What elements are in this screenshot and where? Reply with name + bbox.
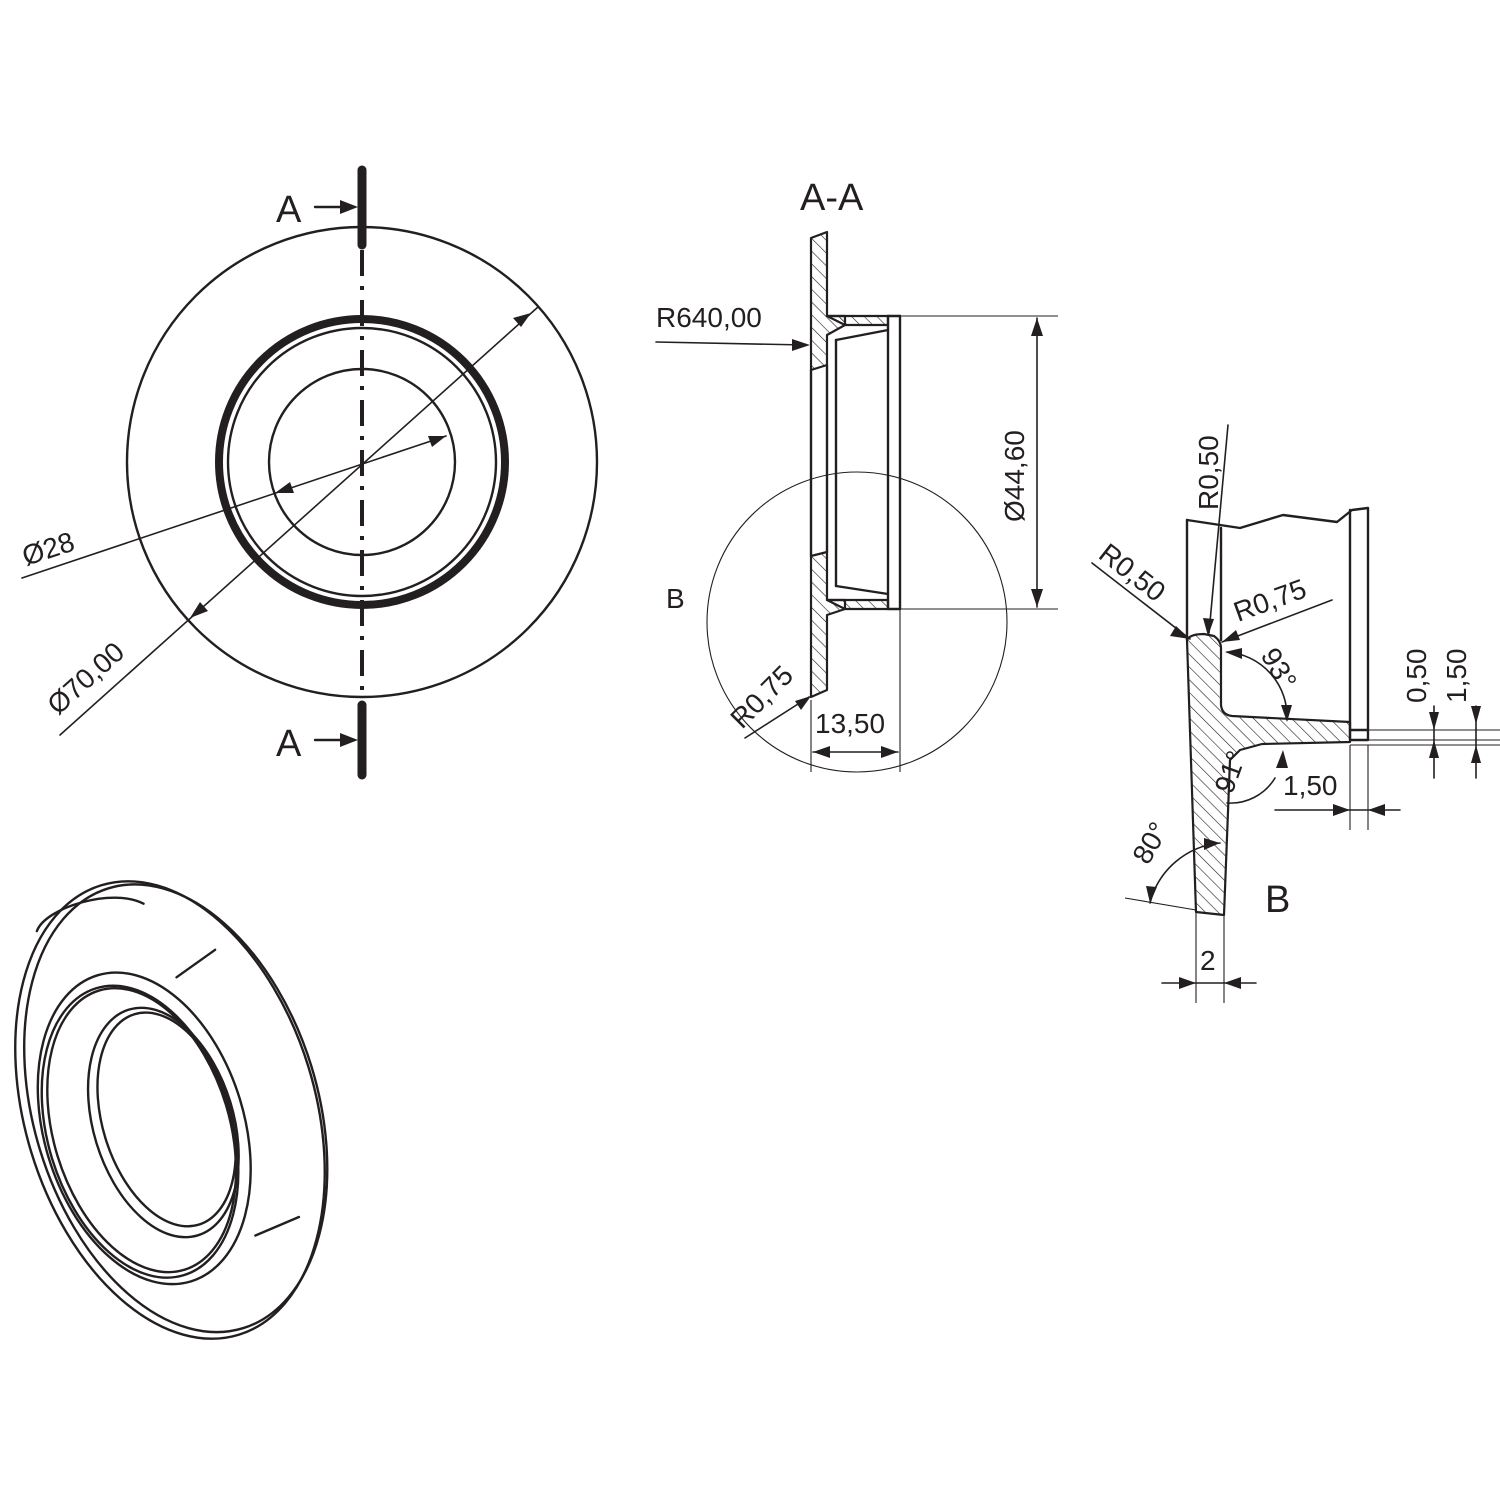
bore-edge [834,584,890,596]
front-view: A A Ø70,00 Ø28 [18,165,599,780]
iso-collar-edge [254,1215,301,1237]
arrowhead [1368,804,1385,816]
arrowhead [813,746,830,758]
dim-thickness: 2 [1200,945,1216,976]
section-view: A-A B R640,00 Ø44,60 [655,177,1058,773]
arrowhead [1471,745,1481,763]
iso-collar-lip-inner [46,986,238,1274]
arrowhead [1222,630,1240,642]
dim-step-b: 1,50 [1441,649,1472,704]
dim-width: 13,50 [815,708,885,739]
arrowhead [1031,589,1043,607]
iso-bore [86,1006,240,1239]
leader-flange-radius [655,341,807,346]
detail-section [1185,632,1352,917]
arrowhead [1031,318,1043,336]
arrowhead [1204,838,1220,850]
detail-view: B R0,50 R0,50 R0,75 93° 91° 80° [1091,424,1500,1003]
dim-step-a: 0,50 [1401,649,1432,704]
arrowhead [275,482,294,493]
arrowhead [1429,712,1439,730]
dim-edge-radius: R0,75 [724,659,799,734]
detail-ref: B [666,583,685,614]
leader-radius-top [1208,424,1229,634]
section-mark-top: A [276,189,302,231]
dim-line-inner-diameter [21,435,447,579]
iso-bore-inner [96,1011,237,1228]
arrowhead [795,696,811,710]
arrowhead [428,436,446,447]
arrowhead [1179,977,1196,989]
iso-collar-edge [175,948,217,979]
arrowhead [1224,977,1241,989]
arrowhead [190,602,208,618]
dim-inner-diameter: Ø28 [18,526,78,572]
section-title: A-A [800,177,864,219]
arrowhead [340,733,358,747]
extension-line [1124,897,1197,911]
dim-outer-diameter: Ø70,00 [41,636,130,721]
leader-radius-left [1091,562,1191,640]
iso-flange-outer [14,880,326,1340]
arrowhead [513,313,531,327]
dim-flange-radius: R640,00 [656,302,762,333]
iso-collar-top [35,896,145,933]
iso-flange-rim [23,883,329,1334]
angle-arc-lower [1226,777,1276,804]
arrowhead [1429,740,1439,758]
dim-line-outer-diameter [59,306,539,736]
dim-lip: 1,50 [1283,770,1338,801]
arrowhead [1471,706,1481,724]
dim-radius-right: R0,75 [1229,573,1310,628]
arrowhead [792,339,810,351]
bore-edge [834,328,890,342]
dim-radius-top: R0,50 [1193,435,1224,510]
detail-b-circle [706,471,1008,773]
arrowhead [1276,750,1288,768]
collar-ring-inner [226,326,498,598]
flange-section-lower [809,550,847,699]
section-mark-bottom: A [276,723,302,765]
angle-inner: 93° [1255,643,1303,695]
arrowhead [1203,618,1214,636]
isometric-view [14,880,329,1340]
arrowhead [1281,705,1292,722]
leader-radius-right [1221,599,1333,643]
detail-title: B [1265,879,1290,921]
flange-section-upper [809,230,847,372]
angle-flange: 80° [1126,817,1174,869]
collar-break-line [1185,506,1370,742]
arrowhead [340,200,358,214]
arrowhead [1333,804,1350,816]
arrowhead [1225,648,1242,659]
arrowhead [1170,626,1190,639]
dim-collar-diameter: Ø44,60 [999,430,1030,522]
arrowhead [1146,886,1157,903]
iso-collar-outer [36,971,252,1286]
arrowhead [881,746,898,758]
